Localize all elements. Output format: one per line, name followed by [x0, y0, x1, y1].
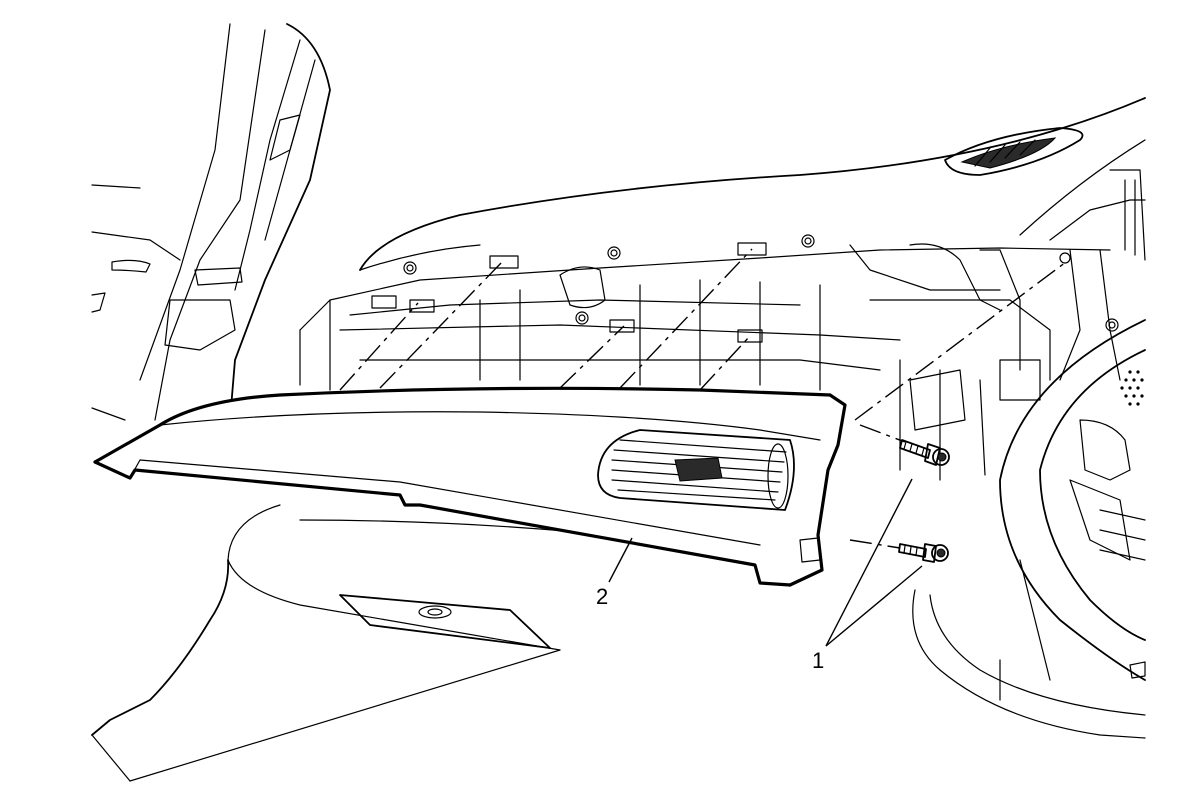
floor-lines [91, 559, 561, 782]
speaker-grille [1120, 370, 1144, 406]
dash-support-structure [299, 169, 1146, 481]
fastener-lower [898, 543, 949, 563]
callout-2-label: 2 [596, 584, 608, 609]
steering-wheel [999, 319, 1146, 681]
a-pillar-trim [139, 23, 331, 421]
leader-lines [608, 478, 923, 647]
callout-1-label: 1 [812, 648, 824, 673]
lower-console [912, 589, 1146, 739]
dash-top-pad [359, 97, 1146, 271]
fasteners [849, 424, 950, 563]
center-air-vent [597, 429, 795, 511]
fastener-upper [899, 439, 950, 466]
alignment-lines [339, 248, 1067, 421]
upper-vent [944, 127, 1084, 176]
door-panel [91, 184, 181, 421]
instrument-panel-upper-trim [93, 386, 847, 587]
